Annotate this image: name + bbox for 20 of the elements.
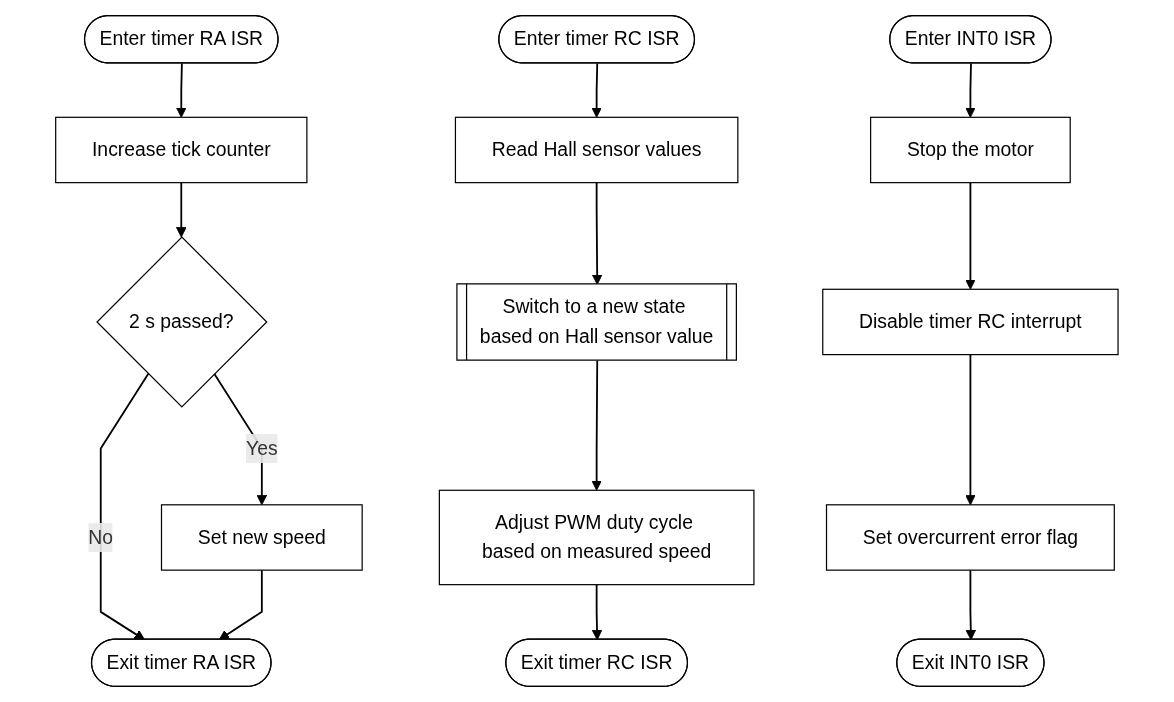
arrow bbox=[176, 181, 187, 238]
node-box: Set overcurrent error flag bbox=[826, 504, 1116, 571]
node-box: Adjust PWM duty cycle based on measured speed bbox=[438, 489, 755, 586]
arrow bbox=[176, 62, 187, 118]
node-diamond: 2 s passed? bbox=[96, 236, 268, 408]
arrow bbox=[218, 569, 263, 641]
arrow bbox=[965, 62, 976, 118]
node-box: Read Hall sensor values bbox=[454, 116, 739, 184]
arrow bbox=[965, 569, 977, 641]
arrow bbox=[965, 353, 976, 506]
node-box: Disable timer RC interrupt bbox=[822, 288, 1119, 356]
arrow bbox=[99, 372, 150, 641]
node-box: Increase tick counter bbox=[55, 116, 308, 184]
arrow bbox=[591, 62, 603, 118]
edge-label: Yes bbox=[246, 437, 278, 459]
node-box: Stop the motor bbox=[870, 116, 1071, 184]
arrow bbox=[591, 583, 603, 641]
node-box: Set new speed bbox=[161, 504, 363, 571]
edge-label: No bbox=[88, 526, 114, 548]
arrow bbox=[965, 181, 976, 290]
